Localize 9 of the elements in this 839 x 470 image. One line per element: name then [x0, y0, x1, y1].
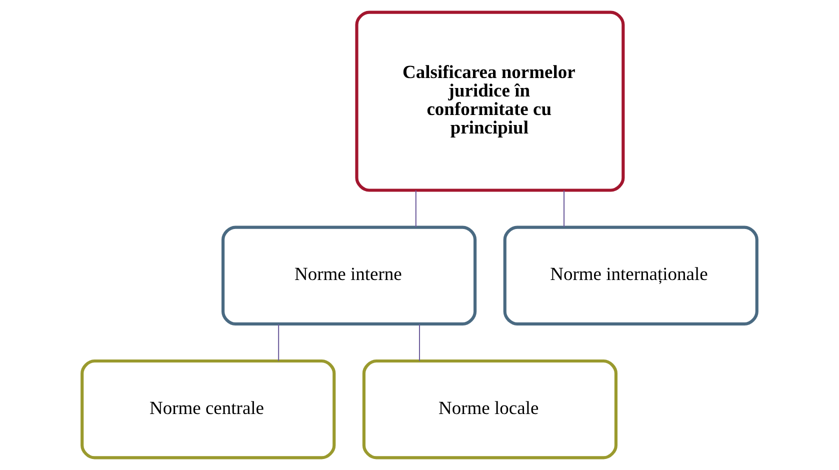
node-box: Norme interne	[222, 226, 477, 326]
connector	[415, 190, 416, 227]
node-box: Norme locale	[362, 359, 618, 460]
node-box: Calsificarea normelor juridice în conformitate cu principiul	[355, 10, 625, 192]
connector	[278, 324, 280, 361]
connector	[418, 324, 420, 361]
node-box: Norme centrale	[80, 359, 336, 460]
connector	[564, 190, 565, 227]
node-box: Norme internaționale	[503, 226, 758, 326]
